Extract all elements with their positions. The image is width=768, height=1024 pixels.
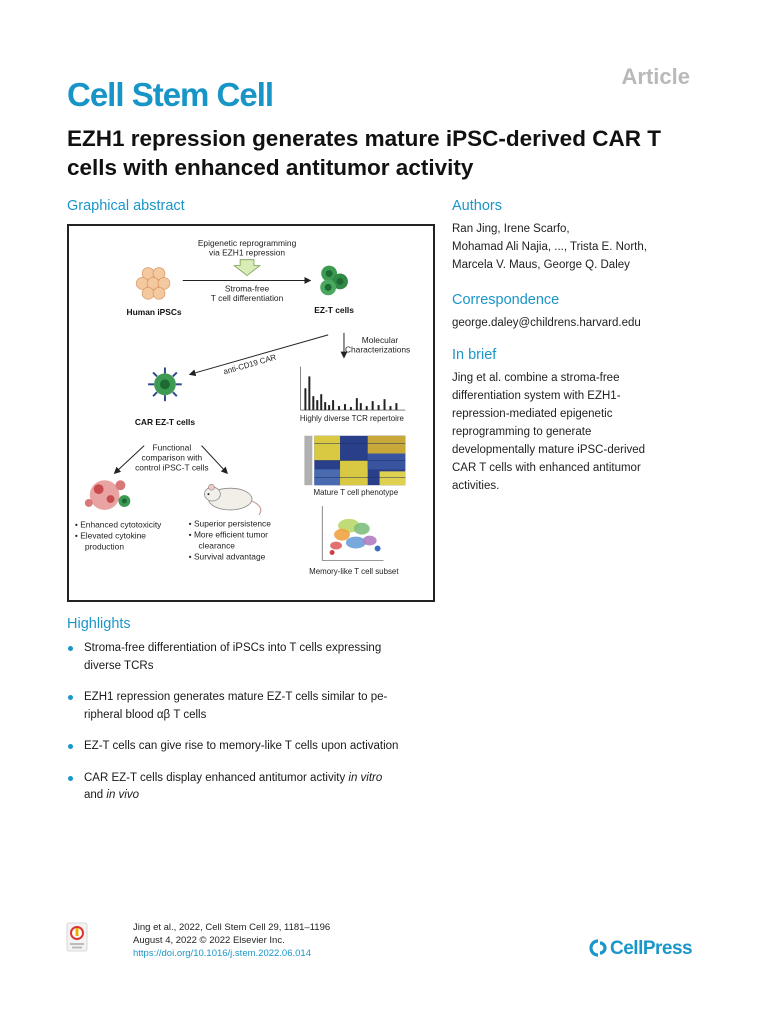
molecular-label-2: Characterizations — [345, 345, 410, 355]
left-bullet-3: production — [85, 542, 125, 552]
epigenetic-label-2: via EZH1 repression — [209, 248, 285, 258]
citation-text: Jing et al., 2022, Cell Stem Cell 29, 11… — [133, 922, 331, 933]
in-brief-text: Jing et al. combine a stroma-free differ… — [452, 372, 646, 492]
in-vivo-arrow — [201, 445, 228, 475]
doi-link[interactable]: https://doi.org/10.1016/j.stem.2022.06.0… — [133, 948, 311, 959]
ez-t-cells-label: EZ-T cells — [314, 305, 354, 315]
stroma-label-2: T cell differentiation — [211, 293, 284, 303]
highlight-item: Stroma-free differentiation of iPSCs int… — [67, 640, 447, 675]
mature-label: Mature T cell phenotype — [314, 488, 399, 497]
human-ipscs-label: Human iPSCs — [127, 307, 182, 317]
right-bullet-1: • Superior persistence — [189, 519, 272, 529]
check-for-updates-icon[interactable] — [66, 922, 88, 952]
ipsc-cluster-icon — [135, 267, 171, 300]
umap-plot — [321, 505, 384, 561]
car-ez-t-label: CAR EZ-T cells — [135, 417, 195, 427]
molecular-label-1: Molecular — [362, 335, 399, 345]
graphical-abstract-heading: Graphical abstract — [67, 198, 185, 214]
correspondence-heading: Correspondence — [452, 292, 560, 308]
bullet-icon — [68, 646, 73, 651]
highlights-heading: Highlights — [67, 616, 131, 632]
memory-label: Memory-like T cell subset — [309, 567, 399, 576]
bullet-icon — [68, 744, 73, 749]
mature-phenotype-heatmap — [304, 435, 406, 486]
right-bullet-4: • Survival advantage — [189, 551, 266, 561]
stroma-label-1: Stroma-free — [225, 283, 270, 293]
highlight-item: EZH1 repression generates mature EZ-T ce… — [67, 689, 447, 724]
mouse-icon — [204, 483, 262, 516]
tumor-cell-icon — [84, 480, 131, 510]
cellpress-logo-icon — [589, 939, 607, 957]
graphical-abstract-svg: Epigenetic reprogramming via EZH1 repres… — [75, 238, 410, 576]
functional-label-3: control iPSC-T cells — [135, 462, 209, 472]
anti-cd19-label: anti-CD19 CAR — [222, 353, 277, 377]
citation-footer: Jing et al., 2022, Cell Stem Cell 29, 11… — [133, 921, 330, 960]
down-arrow-icon — [233, 259, 262, 277]
graphical-abstract-figure: Epigenetic reprogramming via EZH1 repres… — [67, 224, 435, 602]
car-transduction-arrow — [188, 334, 329, 377]
cellpress-logo: CellPress — [588, 938, 693, 960]
tcr-label: Highly diverse TCR repertoire — [300, 414, 405, 423]
left-bullet-1: • Enhanced cytotoxicity — [75, 520, 162, 530]
copyright-text: August 4, 2022 © 2022 Elsevier Inc. — [133, 935, 285, 946]
left-bullet-2: • Elevated cytokine — [75, 531, 146, 541]
correspondence-email[interactable]: george.daley@childrens.harvard.edu — [452, 317, 641, 329]
bullet-icon — [68, 695, 73, 700]
right-bullet-2: • More efficient tumor — [189, 530, 268, 540]
highlight-item: EZ-T cells can give rise to memory-like … — [67, 738, 447, 756]
in-vitro-arrow — [113, 445, 145, 475]
tcr-repertoire-chart — [300, 366, 406, 411]
journal-name: Cell Stem Cell — [67, 76, 274, 113]
ez-t-cells-icon — [320, 265, 348, 296]
right-bullet-3: clearance — [199, 541, 236, 551]
functional-label-2: comparison with — [142, 452, 203, 462]
article-title: EZH1 repression generates mature iPSC-de… — [67, 126, 661, 180]
epigenetic-label-1: Epigenetic reprogramming — [198, 238, 297, 248]
bullet-icon — [68, 775, 73, 781]
highlights-list: Stroma-free differentiation of iPSCs int… — [67, 640, 447, 819]
in-brief-heading: In brief — [452, 347, 497, 363]
highlight-item: CAR EZ-T cells display enhanced antitumo… — [67, 770, 447, 805]
article-type-label: Article — [621, 64, 690, 89]
functional-label-1: Functional — [153, 443, 192, 453]
car-ez-t-cell-icon — [148, 367, 182, 402]
authors-heading: Authors — [452, 198, 502, 214]
authors-list: Ran Jing, Irene Scarfo, Mohamad Ali Naji… — [452, 223, 647, 271]
